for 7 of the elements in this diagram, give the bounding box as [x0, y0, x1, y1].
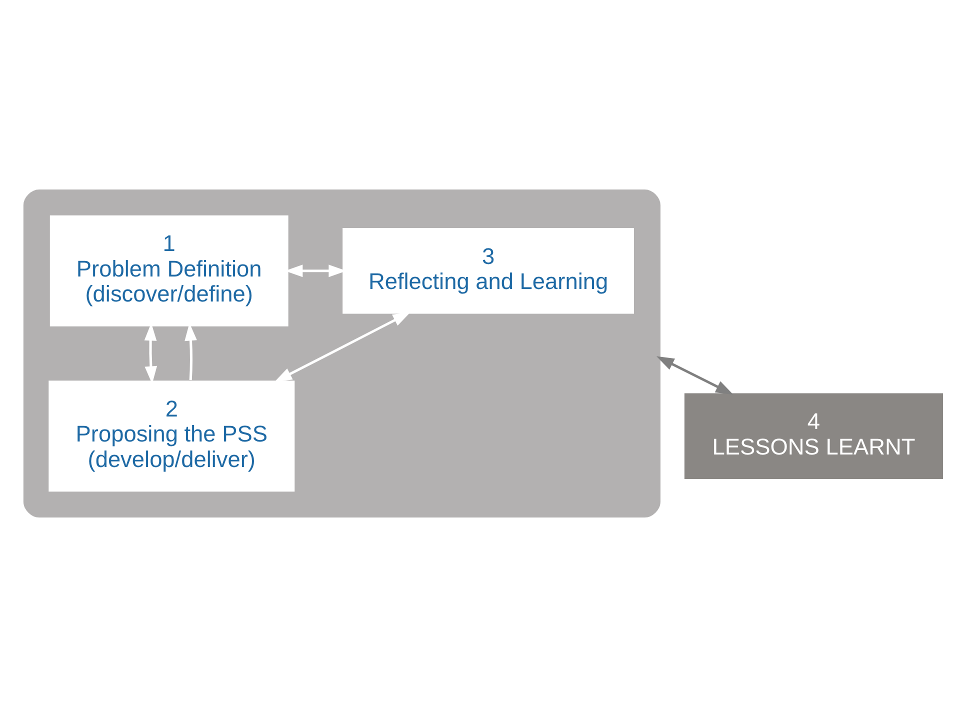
node-box: 1 Problem Definition (discover/define)	[50, 215, 288, 326]
arrow	[656, 356, 734, 395]
node-box: 3 Reflecting and Learning	[342, 228, 634, 314]
cluster	[23, 190, 660, 518]
arrow	[274, 312, 411, 382]
node-box: 2 Proposing the PSS (develop/deliver)	[48, 380, 295, 492]
node-box: 4 LESSONS LEARNT	[684, 393, 944, 480]
